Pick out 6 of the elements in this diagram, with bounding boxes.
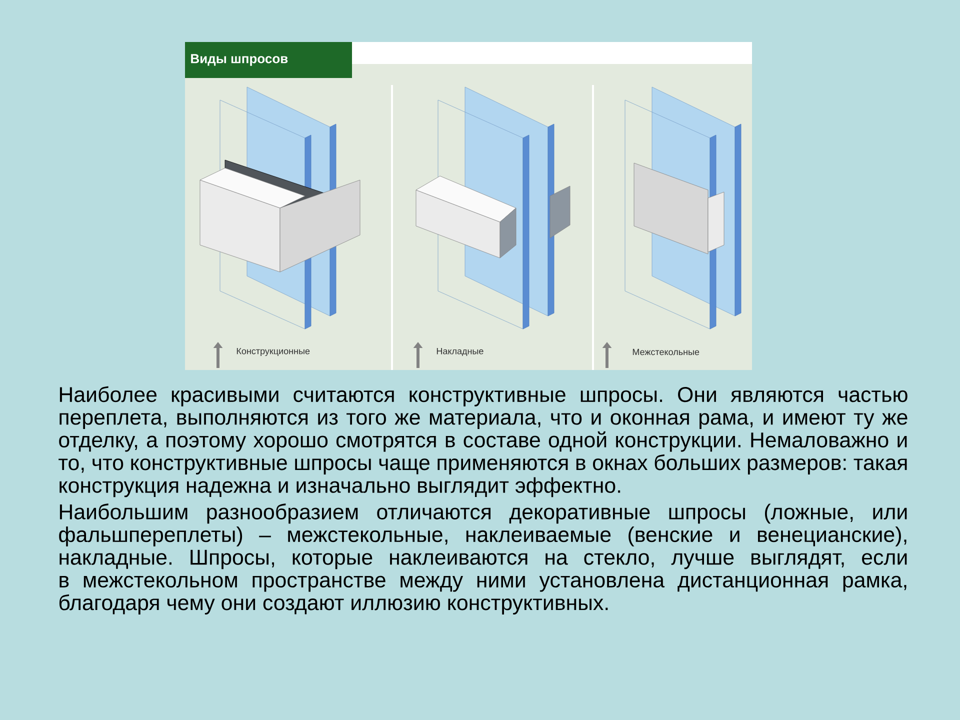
title-tab: Виды шпросов: [185, 42, 352, 78]
paragraph: Наиболее красивыми считаются конструктивные шпросы. Они являются частью переплета, выполняются из того же материала, что и оконная рама, и имеют ту же отделку, а поэтому хорошо смотрятся в составе одной конструкции. Немаловажно и то, что конструктивные шпросы чаще применяются в окнах больших размеров: такая конструкция надежна и изначально выглядит эффектно.: [58, 386, 908, 498]
panel-label: Накладные: [436, 348, 484, 356]
paragraph: Наибольшим разнообразием отличаются декоративные шпросы (ложные, или фальшпереплеты) – межстекольные, наклеиваемые (венские и венецианские), накладные. Шпросы, которые наклеиваются на стекло, лучше выглядят, если в межстекольном пространстве между ними установлена дистанционная рамка, благодаря чему они создают иллюзию конструктивных.: [59, 504, 907, 614]
panel-label: Конструкционные: [236, 348, 310, 356]
panel-label: Межстекольные: [632, 348, 700, 356]
